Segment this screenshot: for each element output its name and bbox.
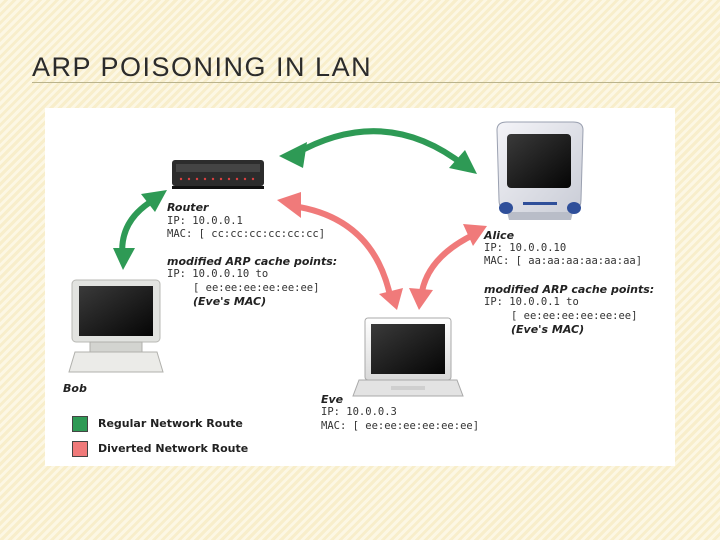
router-cache-mac: [ ee:ee:ee:ee:ee:ee]: [193, 282, 320, 294]
diagram-canvas: [68, 121, 584, 397]
alice-cache-note: (Eve's MAC): [511, 323, 585, 336]
eve-laptop-icon: [352, 317, 464, 397]
route-router-bob: [113, 190, 167, 270]
alice-computer-icon: [496, 121, 584, 220]
bob-computer-icon: [68, 279, 164, 373]
route-alice-eve: [409, 224, 487, 310]
title-rule: [32, 82, 720, 83]
route-router-eve: [277, 192, 403, 310]
router-cache-ip: IP: 10.0.0.10 to: [167, 268, 269, 280]
router-ip: IP: 10.0.0.1: [167, 215, 243, 227]
slide-title: ARP POISONING IN LAN: [32, 52, 373, 82]
router-cache-heading: modified ARP cache points:: [167, 255, 338, 268]
arp-diagram: Router IP: 10.0.0.1 MAC: [ cc:cc:cc:cc:c…: [45, 108, 675, 466]
router-mac: MAC: [ cc:cc:cc:cc:cc:cc]: [167, 228, 326, 240]
legend-swatch-diverted: [72, 441, 88, 457]
eve-mac: MAC: [ ee:ee:ee:ee:ee:ee]: [321, 420, 480, 432]
alice-cache-heading: modified ARP cache points:: [484, 283, 655, 296]
alice-cache-ip: IP: 10.0.0.1 to: [484, 296, 579, 308]
eve-name: Eve: [321, 393, 344, 406]
alice-mac: MAC: [ aa:aa:aa:aa:aa:aa]: [484, 255, 643, 267]
alice-name: Alice: [484, 229, 515, 242]
router-cache-note: (Eve's MAC): [193, 295, 267, 308]
legend-label-regular: Regular Network Route: [98, 417, 243, 430]
alice-ip: IP: 10.0.0.10: [484, 242, 567, 254]
bob-name: Bob: [63, 382, 87, 395]
router-icon: [172, 160, 264, 189]
alice-cache-mac: [ ee:ee:ee:ee:ee:ee]: [511, 310, 638, 322]
router-name: Router: [167, 201, 209, 214]
legend-label-diverted: Diverted Network Route: [98, 442, 249, 455]
legend-swatch-regular: [72, 416, 88, 432]
eve-ip: IP: 10.0.0.3: [321, 406, 397, 418]
route-router-alice: [279, 128, 477, 174]
